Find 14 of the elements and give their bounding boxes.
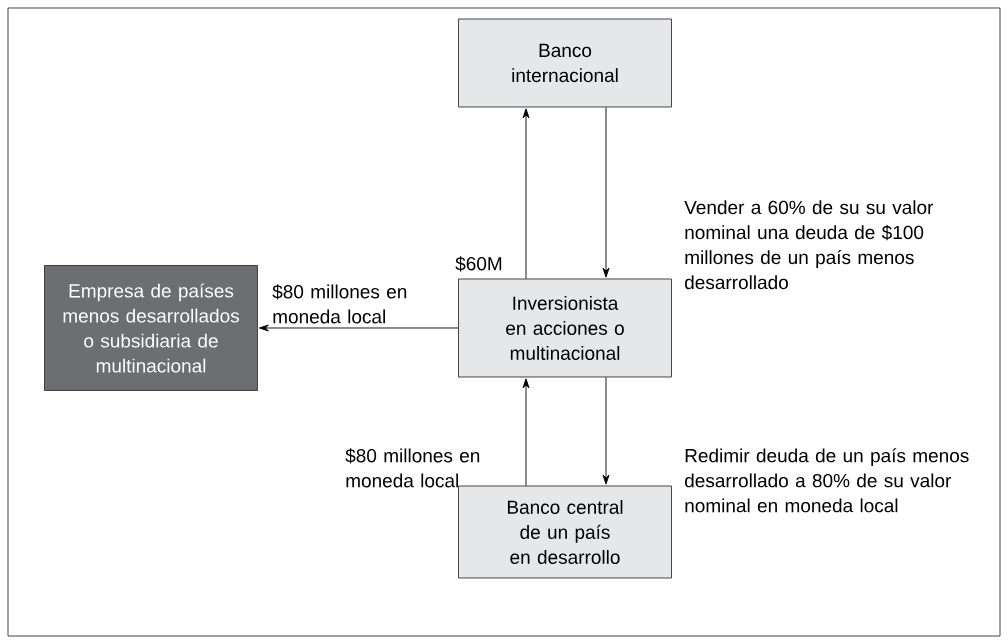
process-box: Banco internacional (458, 18, 672, 108)
edge-label: $60M (455, 256, 502, 272)
arrow (522, 378, 530, 486)
edge-label: $80 millones en moneda local (345, 448, 480, 488)
process-box: Inversionista en acciones o multinacional (458, 278, 672, 378)
edge-label: $80 millones en moneda local (272, 284, 407, 324)
arrow (258, 324, 459, 332)
edge-label: Redimir deuda de un país menos desarrollado a 80% de su valor nominal en moneda local (685, 448, 969, 513)
process-box: Empresa de países menos desarrollados o subsidiaria de multinacional (44, 265, 258, 391)
process-box: Banco central de un país en desarrollo (458, 485, 672, 579)
arrow (522, 108, 530, 279)
edge-label: Vender a 60% de su su valor nominal una deuda de $100 millones de un país menos desarrollado (684, 200, 934, 290)
arrow (602, 107, 610, 278)
arrow (602, 377, 610, 485)
